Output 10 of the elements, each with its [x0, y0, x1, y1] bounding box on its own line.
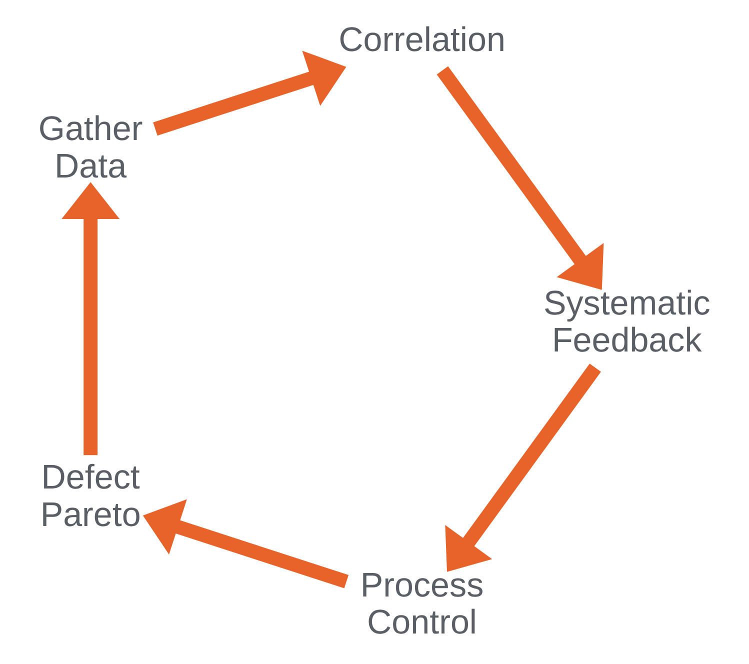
arrow — [152, 50, 346, 136]
arrow — [444, 364, 600, 572]
arrow — [61, 182, 120, 456]
node-text: Systematic Feedback — [542, 284, 710, 360]
node-text: Defect Pareto — [40, 458, 140, 534]
node-text: Gather Data — [38, 110, 142, 186]
arrow — [436, 66, 604, 290]
node-text: Correlation — [338, 20, 505, 59]
node-text: Process Control — [360, 566, 484, 642]
arrow — [142, 499, 348, 588]
